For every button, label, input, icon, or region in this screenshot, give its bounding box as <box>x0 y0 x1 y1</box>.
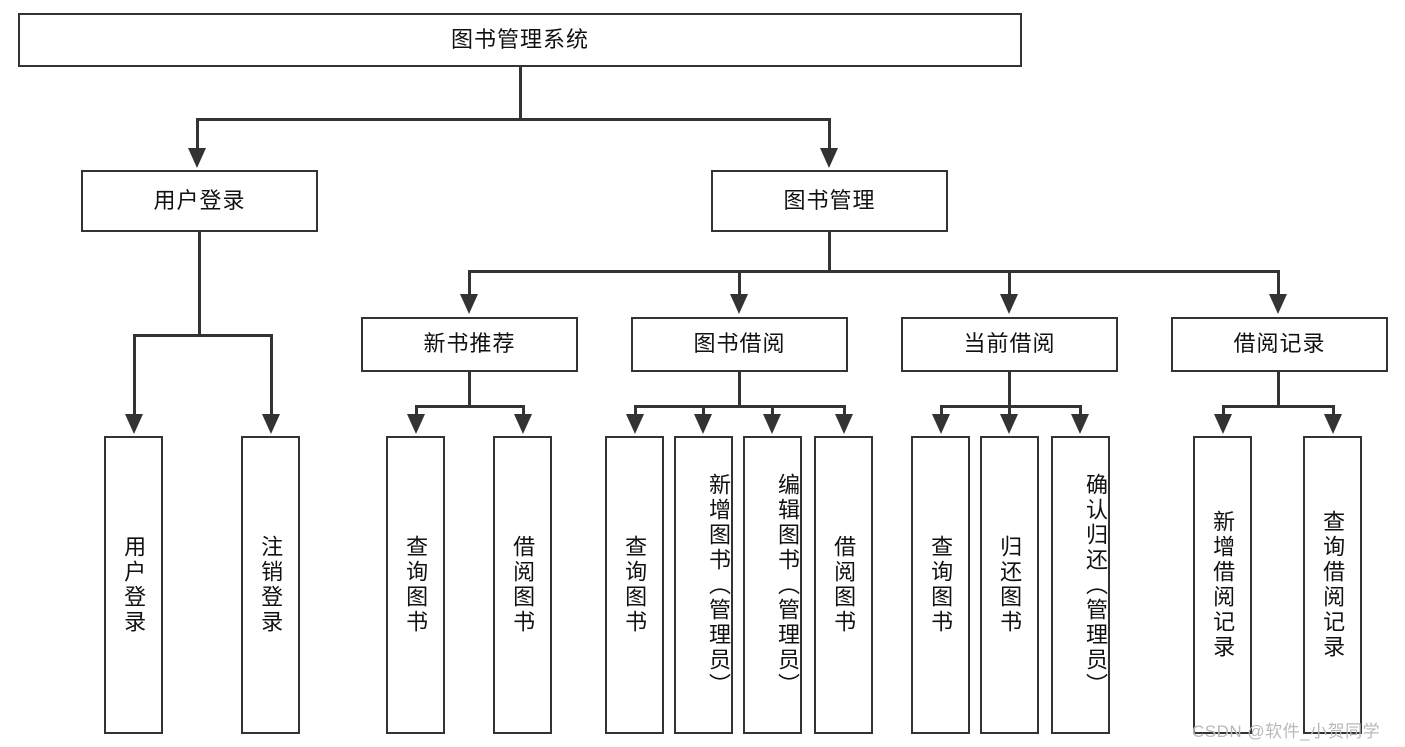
arrow-to-leaf-user-login <box>125 414 143 434</box>
node-label: 图书管理 <box>783 187 876 213</box>
edge-root-stem <box>519 67 522 120</box>
edge-cb-bus <box>940 405 1082 408</box>
edge-nbr-drop-1 <box>415 405 418 417</box>
edge-bm-drop-1 <box>468 270 471 296</box>
node-leaf-add-borrow-record[interactable]: 新增借阅记录 <box>1193 436 1252 734</box>
arrow-to-leaf-query-book-2 <box>626 414 644 434</box>
edge-br-drop-2 <box>1332 405 1335 417</box>
edge-user-login-bus <box>133 334 273 337</box>
edge-cb-stem <box>1008 372 1011 407</box>
arrow-to-leaf-logout-login <box>262 414 280 434</box>
node-leaf-logout-login[interactable]: 注销登录 <box>241 436 300 734</box>
node-label: 借阅记录 <box>1233 331 1326 357</box>
node-current-borrow[interactable]: 当前借阅 <box>901 317 1118 372</box>
edge-bb-bus <box>634 405 846 408</box>
node-label: 用户登录 <box>153 187 246 213</box>
arrow-to-leaf-query-borrow-record <box>1324 414 1342 434</box>
edge-cb-drop-3 <box>1079 405 1082 417</box>
edge-book-manage-stem <box>828 232 831 272</box>
node-label: 用户登录 <box>121 535 147 635</box>
arrow-to-leaf-confirm-return-admin <box>1071 414 1089 434</box>
arrow-to-book-borrow <box>730 294 748 314</box>
edge-bb-drop-1 <box>634 405 637 417</box>
node-leaf-add-book-admin[interactable]: 新增图书（管理员） <box>674 436 733 734</box>
edge-br-bus <box>1222 405 1335 408</box>
edge-cb-drop-2 <box>1008 405 1011 417</box>
node-root-system[interactable]: 图书管理系统 <box>18 13 1022 67</box>
node-leaf-query-book-1[interactable]: 查询图书 <box>386 436 445 734</box>
node-book-manage[interactable]: 图书管理 <box>711 170 948 232</box>
edge-cb-drop-1 <box>940 405 943 417</box>
edge-user-login-drop-2 <box>270 334 273 416</box>
arrow-to-leaf-add-book-admin <box>694 414 712 434</box>
node-label: 新增借阅记录 <box>1210 510 1236 660</box>
arrow-to-leaf-add-borrow-record <box>1214 414 1232 434</box>
node-borrow-record[interactable]: 借阅记录 <box>1171 317 1388 372</box>
edge-br-stem <box>1277 372 1280 407</box>
edge-user-login-drop-1 <box>133 334 136 416</box>
edge-root-to-user-login <box>196 118 199 150</box>
arrow-to-leaf-borrow-book-1 <box>514 414 532 434</box>
edge-bm-drop-4 <box>1277 270 1280 296</box>
node-new-book-recommend[interactable]: 新书推荐 <box>361 317 578 372</box>
node-leaf-edit-book-admin[interactable]: 编辑图书（管理员） <box>743 436 802 734</box>
arrow-to-current-borrow <box>1000 294 1018 314</box>
node-label: 借阅图书 <box>831 535 857 635</box>
node-label: 新书推荐 <box>423 331 516 357</box>
arrow-to-leaf-query-book-3 <box>932 414 950 434</box>
edge-bm-drop-2 <box>738 270 741 296</box>
csdn-watermark: CSDN @软件_小贺同学 <box>1192 722 1381 741</box>
edge-bm-drop-3 <box>1008 270 1011 296</box>
node-label: 编辑图书（管理员） <box>775 472 800 698</box>
node-label: 查询图书 <box>928 535 954 635</box>
node-book-borrow[interactable]: 图书借阅 <box>631 317 848 372</box>
edge-root-to-book-manage <box>828 118 831 150</box>
node-label: 查询图书 <box>403 535 429 635</box>
node-label: 当前借阅 <box>963 331 1056 357</box>
edge-nbr-bus <box>415 405 525 408</box>
node-leaf-return-book[interactable]: 归还图书 <box>980 436 1039 734</box>
edge-bb-drop-3 <box>771 405 774 417</box>
edge-bb-drop-4 <box>843 405 846 417</box>
arrow-to-leaf-return-book <box>1000 414 1018 434</box>
node-leaf-user-login[interactable]: 用户登录 <box>104 436 163 734</box>
arrow-to-user-login <box>188 148 206 168</box>
node-leaf-query-book-3[interactable]: 查询图书 <box>911 436 970 734</box>
arrow-to-leaf-borrow-book-2 <box>835 414 853 434</box>
node-label: 归还图书 <box>997 535 1023 635</box>
node-label: 查询借阅记录 <box>1320 510 1346 660</box>
edge-br-drop-1 <box>1222 405 1225 417</box>
node-leaf-confirm-return-admin[interactable]: 确认归还（管理员） <box>1051 436 1110 734</box>
node-label: 图书管理系统 <box>450 26 589 52</box>
edge-book-manage-bus <box>468 270 1280 273</box>
edge-nbr-stem <box>468 372 471 407</box>
arrow-to-leaf-query-book-1 <box>407 414 425 434</box>
node-leaf-query-book-2[interactable]: 查询图书 <box>605 436 664 734</box>
edge-bb-stem <box>738 372 741 407</box>
node-leaf-borrow-book-1[interactable]: 借阅图书 <box>493 436 552 734</box>
edge-nbr-drop-2 <box>522 405 525 417</box>
node-label: 确认归还（管理员） <box>1083 472 1108 698</box>
arrow-to-borrow-record <box>1269 294 1287 314</box>
node-label: 注销登录 <box>258 535 284 635</box>
arrow-to-new-book-recommend <box>460 294 478 314</box>
arrow-to-book-manage <box>820 148 838 168</box>
node-label: 图书借阅 <box>693 331 786 357</box>
node-label: 借阅图书 <box>510 535 536 635</box>
edge-root-bus <box>196 118 830 121</box>
node-leaf-borrow-book-2[interactable]: 借阅图书 <box>814 436 873 734</box>
node-label: 查询图书 <box>622 535 648 635</box>
node-label: 新增图书（管理员） <box>706 472 731 698</box>
edge-user-login-stem <box>198 232 201 336</box>
node-user-login[interactable]: 用户登录 <box>81 170 318 232</box>
edge-bb-drop-2 <box>702 405 705 417</box>
node-leaf-query-borrow-record[interactable]: 查询借阅记录 <box>1303 436 1362 734</box>
arrow-to-leaf-edit-book-admin <box>763 414 781 434</box>
